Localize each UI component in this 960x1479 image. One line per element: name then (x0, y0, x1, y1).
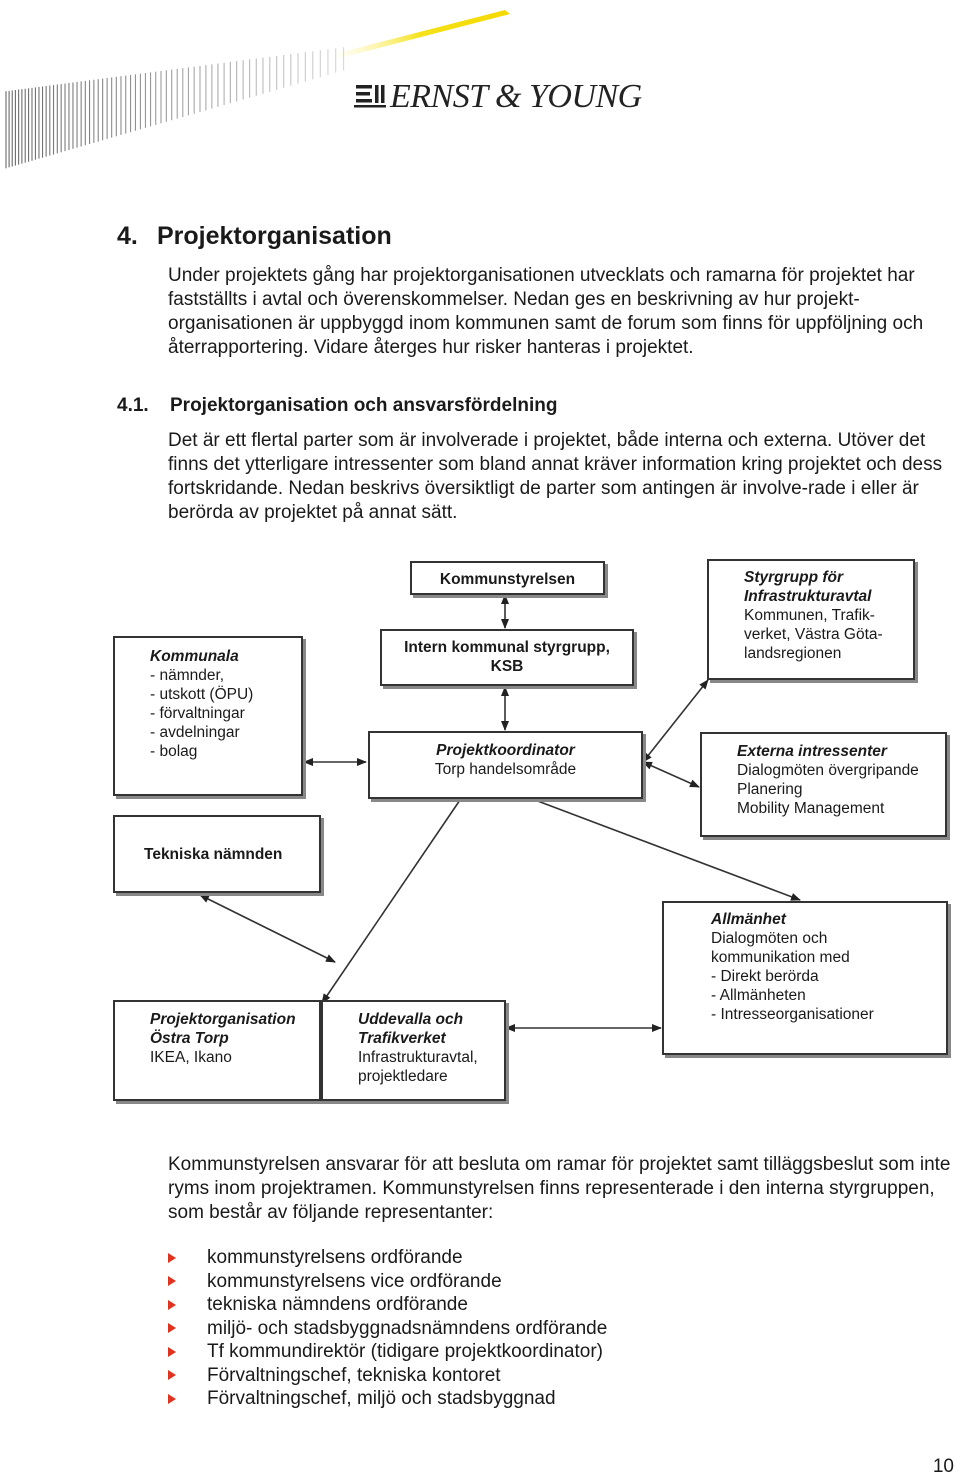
allmanhet-line-5: - Intresseorganisationer (711, 1006, 874, 1023)
section-heading: 4. Projektorganisation (117, 222, 392, 251)
ostra-torp-line-1: IKEA, Ikano (150, 1049, 232, 1066)
representatives-list: kommunstyrelsens ordförande kommunstyrel… (168, 1246, 607, 1411)
uddevalla-title-1: Uddevalla och (358, 1011, 464, 1028)
header-stripes-graphic (5, 10, 510, 169)
box-uddevalla-trafikverket: Uddevalla och Trafikverket Infrastruktur… (321, 1000, 506, 1101)
list-item: kommunstyrelsens ordförande (168, 1246, 607, 1270)
logo-wordmark: ERNST & YOUNG (390, 78, 642, 115)
kommunala-item: - utskott (ÖPU) (150, 686, 254, 703)
page-number: 10 (932, 1456, 954, 1477)
box-projektkoordinator: Projektkoordinator Torp handelsområde (368, 731, 643, 799)
bullet-triangle-icon (168, 1346, 176, 1357)
ksb-title-2: KSB (490, 658, 524, 675)
arrow-koordinator-uddevalla (321, 799, 461, 1004)
uddevalla-line-2: projektledare (358, 1068, 448, 1085)
list-item-text: kommunstyrelsens vice ordförande (207, 1270, 502, 1292)
allmanhet-line-4: - Allmänheten (711, 987, 806, 1004)
list-item: Tf kommundirektör (tidigare projektkoord… (168, 1340, 607, 1364)
list-item: kommunstyrelsens vice ordförande (168, 1270, 607, 1294)
projektkoordinator-title: Projektkoordinator (436, 742, 575, 759)
kommunala-item: - förvaltningar (150, 705, 245, 722)
allmanhet-line-2: kommunikation med (711, 949, 850, 966)
kommunala-item: - nämnder, (150, 667, 225, 684)
externa-title: Externa intressenter (737, 743, 887, 760)
box-ksb: Intern kommunal styrgrupp, KSB (380, 629, 634, 686)
subsection-number: 4.1. (117, 395, 149, 416)
arrow-tekniska-uddevalla (199, 894, 336, 963)
kommunala-item: - bolag (150, 743, 198, 760)
closing-paragraph: Kommunstyrelsen ansvarar för att besluta… (168, 1154, 951, 1223)
section-number: 4. (117, 222, 138, 250)
box-kommunala: Kommunala - nämnder, - utskott (ÖPU) - f… (113, 636, 303, 796)
organisation-diagram: Kommunstyrelsen Styrgrupp för Infrastruk… (0, 550, 960, 1110)
uddevalla-title-2: Trafikverket (358, 1030, 446, 1047)
bullet-triangle-icon (168, 1299, 176, 1310)
box-externa-intressenter: Externa intressenter Dialogmöten övergri… (700, 732, 947, 837)
kommunala-title: Kommunala (150, 648, 239, 665)
bullet-triangle-icon (168, 1323, 176, 1334)
subsection-heading: 4.1. Projektorganisation och ansvarsförde… (117, 395, 557, 417)
box-styrgrupp: Styrgrupp för Infrastrukturavtal Kommune… (707, 559, 915, 680)
styrgrupp-line-2: verket, Västra Göta- (744, 626, 883, 643)
styrgrupp-line-3: landsregionen (744, 645, 842, 662)
allmanhet-title: Allmänhet (711, 911, 786, 928)
subsection-title: Projektorganisation och ansvarsfördelnin… (170, 395, 558, 416)
uddevalla-line-1: Infrastrukturavtal, (358, 1049, 478, 1066)
arrow-koordinator-styrgrupp (642, 679, 709, 763)
styrgrupp-title-1: Styrgrupp för (744, 569, 844, 586)
list-item-text: Förvaltningschef, tekniska kontoret (207, 1364, 501, 1386)
box-projektorganisation-ostra-torp: Projektorganisation Östra Torp IKEA, Ika… (113, 1000, 321, 1101)
externa-line-3: Mobility Management (737, 800, 885, 817)
ostra-torp-title-2: Östra Torp (150, 1030, 229, 1047)
box-allmanhet: Allmänhet Dialogmöten och kommunikation … (662, 901, 948, 1055)
list-item-text: Förvaltningschef, miljö och stadsbyggnad (207, 1388, 556, 1409)
bullet-triangle-icon (168, 1370, 176, 1381)
allmanhet-line-3: - Direkt berörda (711, 968, 819, 985)
diagram-connectors (199, 594, 801, 1032)
list-item-text: miljö- och stadsbyggnadsnämndens ordföra… (207, 1317, 608, 1339)
ostra-torp-title-1: Projektorganisation (150, 1011, 296, 1028)
kommunala-item: - avdelningar (150, 724, 240, 741)
arrow-koordinator-externa (642, 761, 700, 788)
bullet-triangle-icon (168, 1393, 176, 1404)
list-item-text: Tf kommundirektör (tidigare projektkoord… (207, 1341, 603, 1362)
list-item-text: tekniska nämndens ordförande (207, 1294, 468, 1315)
box-kommunstyrelsen: Kommunstyrelsen (410, 561, 605, 595)
list-item: Förvaltningschef, tekniska kontoret (168, 1364, 607, 1388)
list-item-text: kommunstyrelsens ordförande (207, 1247, 463, 1268)
list-item: tekniska nämndens ordförande (168, 1293, 607, 1317)
section-title: Projektorganisation (157, 222, 392, 250)
arrow-koordinator-allmanhet (534, 799, 801, 901)
externa-line-1: Dialogmöten övergripande (737, 762, 919, 779)
ksb-title-1: Intern kommunal styrgrupp, (404, 639, 610, 656)
list-item: miljö- och stadsbyggnadsnämndens ordföra… (168, 1317, 607, 1341)
styrgrupp-title-2: Infrastrukturavtal (744, 588, 872, 605)
styrgrupp-line-1: Kommunen, Trafik- (744, 607, 875, 624)
bullet-triangle-icon (168, 1276, 176, 1287)
box-tekniska-namnden: Tekniska nämnden (113, 815, 321, 893)
externa-line-2: Planering (737, 781, 803, 798)
intro-paragraph: Under projektets gång har projektorganis… (168, 265, 924, 358)
projektkoordinator-line-1: Torp handelsområde (434, 761, 577, 778)
kommunstyrelsen-title: Kommunstyrelsen (439, 571, 576, 588)
allmanhet-line-1: Dialogmöten och (711, 930, 828, 947)
bullet-triangle-icon (168, 1252, 176, 1263)
list-item: Förvaltningschef, miljö och stadsbyggnad (168, 1387, 607, 1411)
subsection-paragraph: Det är ett flertal parter som är involve… (168, 430, 943, 523)
tekniska-title: Tekniska nämnden (144, 846, 283, 863)
ey-logo-icon (354, 85, 386, 108)
